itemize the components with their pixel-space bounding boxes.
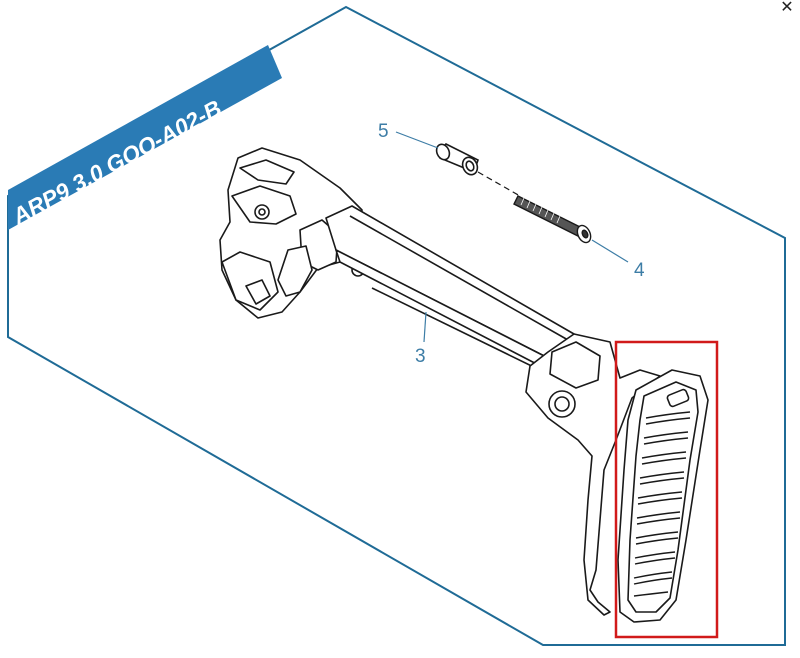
stock-tube: [325, 205, 579, 375]
callout-5: 5: [378, 121, 389, 142]
callout-3: 3: [415, 346, 426, 367]
title-text: ARP9 3.0 GQO-A02-B: [7, 95, 226, 230]
screw-part: [513, 195, 592, 244]
leader-lines: [395, 131, 629, 343]
stock-body: [525, 333, 661, 616]
callout-4: 4: [634, 260, 645, 281]
butt-pad-ribs: [633, 411, 691, 597]
hinge-mechanism: [219, 147, 365, 319]
close-icon[interactable]: ✕: [780, 0, 794, 16]
sleeve-part: [435, 143, 479, 176]
highlight-box: [614, 340, 719, 639]
assembly-axis: [477, 171, 521, 197]
butt-pad: [617, 369, 709, 623]
